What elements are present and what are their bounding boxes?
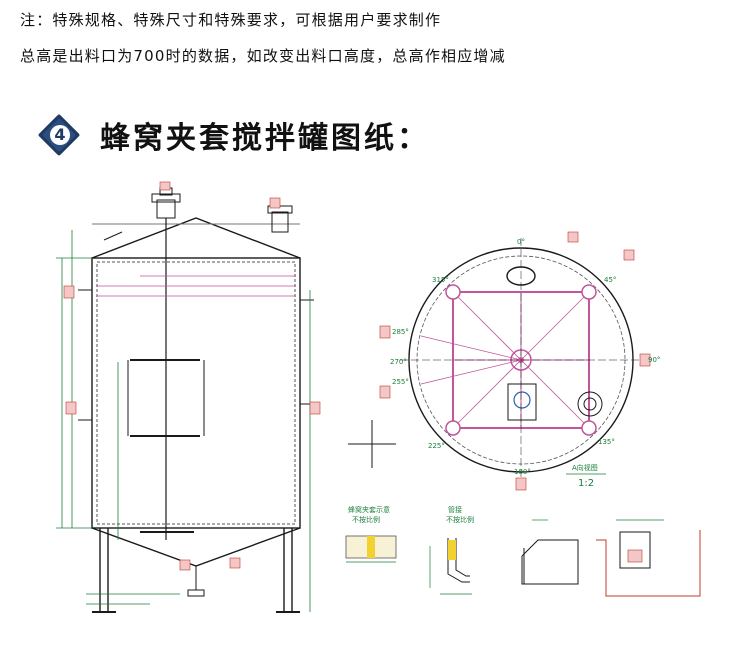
tank-internal-dimensions xyxy=(96,275,296,297)
angle-225: 225° xyxy=(428,442,445,450)
angle-180: 180° xyxy=(514,468,531,476)
angle-270: 270° xyxy=(390,358,407,366)
detail-bracket xyxy=(596,519,701,597)
angle-labels: 0° 45° 90° 135° 180° 225° 255° 270° 285°… xyxy=(390,238,660,476)
angle-285: 285° xyxy=(392,328,409,336)
number-badge-icon: 4 xyxy=(37,113,81,157)
detail-leg-section xyxy=(521,519,579,585)
section-title: 蜂窝夹套搅拌罐图纸： xyxy=(100,121,430,156)
top-view-scale: 1:2 xyxy=(578,478,594,489)
detail-pipe-joint: 管接 不按比例 xyxy=(429,505,474,595)
detail-2-title: 管接 xyxy=(448,505,462,514)
angle-255: 255° xyxy=(392,378,409,386)
tank-top-view xyxy=(379,231,651,491)
section-number: 4 xyxy=(54,125,66,144)
angle-0: 0° xyxy=(517,238,525,246)
angle-90: 90° xyxy=(648,356,660,364)
detail-honeycomb-jacket: 蜂窝夹套示意 不按比例 xyxy=(345,505,397,563)
note-special-specs: 注：特殊规格、特殊尺寸和特殊要求，可根据用户要求制作 xyxy=(20,11,442,29)
elevation-nozzle-tags xyxy=(63,181,321,571)
note-total-height: 总高是出料口为700时的数据，如改变出料口高度，总高作相应增减 xyxy=(20,47,506,65)
top-view-label: A向视图 xyxy=(572,463,598,472)
reference-cross xyxy=(348,420,396,468)
tank-side-elevation xyxy=(78,187,314,613)
angle-45: 45° xyxy=(604,276,616,284)
section-header: 4 蜂窝夹套搅拌罐图纸： xyxy=(37,113,430,157)
angle-135: 135° xyxy=(598,438,615,446)
detail-1-note: 不按比例 xyxy=(352,515,380,524)
angle-315: 315° xyxy=(432,276,449,284)
tank-vertical-dimensions xyxy=(56,230,311,612)
detail-1-title: 蜂窝夹套示意 xyxy=(348,505,390,514)
detail-2-note: 不按比例 xyxy=(446,515,474,524)
